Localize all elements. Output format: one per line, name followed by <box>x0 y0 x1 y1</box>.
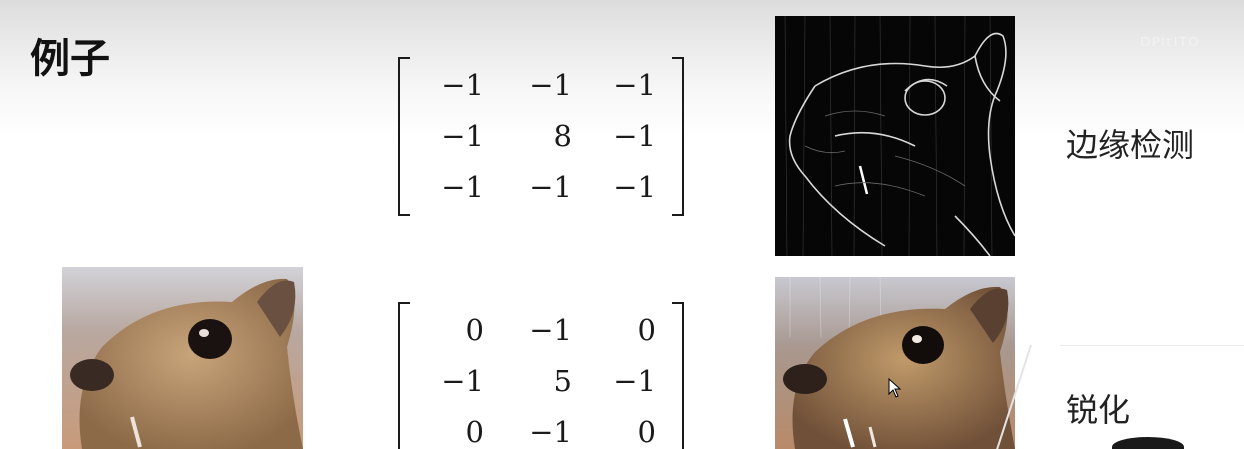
mouse-cursor-icon <box>888 378 902 398</box>
kernel-cell: −1 <box>613 170 656 204</box>
kernel-cell: 0 <box>637 415 656 449</box>
kernel-cell: −1 <box>441 68 484 102</box>
kernel-cell: −1 <box>529 313 572 347</box>
kernel-cell: −1 <box>441 170 484 204</box>
slide-title: 例子 <box>30 36 110 82</box>
kernel-cell: −1 <box>613 68 656 102</box>
kernel-cell: 8 <box>553 119 572 153</box>
decorative-divider <box>1060 345 1244 346</box>
faint-watermark: ᴰᴾᴵᵗᴵᵀᴼ <box>1140 34 1201 59</box>
sharpen-kernel: 0 −1 0 −1 5 −1 0 −1 0 <box>398 302 684 449</box>
kernel-cell: −1 <box>529 170 572 204</box>
sharpen-label: 锐化 <box>1066 391 1131 429</box>
edge-detection-kernel: −1 −1 −1 −1 8 −1 −1 −1 −1 <box>398 57 684 216</box>
kernel-cell: 0 <box>637 313 656 347</box>
kernel-cell: −1 <box>613 119 656 153</box>
kernel-cell: −1 <box>529 68 572 102</box>
kernel-cell: −1 <box>613 364 656 398</box>
kernel-cell: 5 <box>553 364 572 398</box>
edge-detected-image <box>775 16 1015 256</box>
kernel-cell: −1 <box>441 364 484 398</box>
kernel-cell: −1 <box>441 119 484 153</box>
kernel-cell: 0 <box>465 313 484 347</box>
decorative-shape <box>1112 437 1184 449</box>
original-image <box>62 267 303 449</box>
kernel-cell: 0 <box>465 415 484 449</box>
sharpened-image <box>775 277 1015 449</box>
kernel-cell: −1 <box>529 415 572 449</box>
edge-detection-label: 边缘检测 <box>1066 126 1195 164</box>
